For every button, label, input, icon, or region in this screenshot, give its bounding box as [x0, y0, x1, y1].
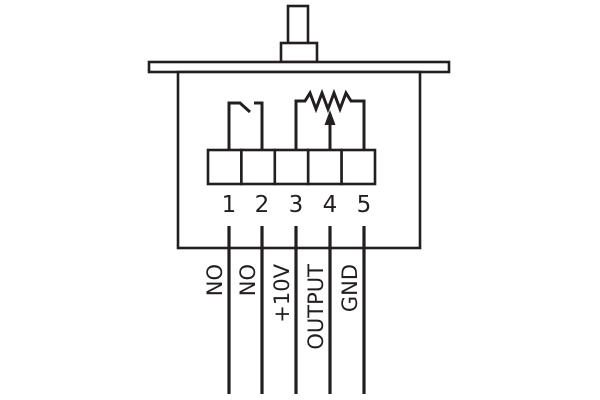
wire-label-2: NO	[236, 264, 260, 296]
shaft	[286, 4, 310, 46]
pin-number-1: 1	[222, 192, 237, 218]
switch-symbol	[227, 101, 264, 150]
mounting-flange	[147, 60, 451, 74]
wire-labels: NO NO +10V OUTPUT GND	[203, 263, 362, 349]
shaft-collar	[279, 41, 319, 64]
pin-number-3: 3	[289, 192, 304, 218]
terminal-5	[340, 148, 377, 186]
pin-number-2: 2	[255, 192, 270, 218]
wire-label-1: NO	[203, 264, 227, 296]
pin-number-5: 5	[357, 192, 372, 218]
terminal-4	[306, 148, 343, 186]
wire-label-3: +10V	[270, 263, 294, 322]
pin-number-4: 4	[323, 192, 338, 218]
terminal-2	[240, 148, 277, 186]
wire-label-4: OUTPUT	[304, 264, 328, 350]
wire-label-5: GND	[338, 264, 362, 312]
wires	[227, 226, 366, 394]
potentiometer-wiper-arrow	[324, 110, 336, 125]
terminal-1	[206, 148, 243, 186]
potentiometer-resistor-symbol	[294, 88, 366, 150]
terminal-block	[206, 148, 377, 186]
terminal-3	[273, 148, 310, 186]
